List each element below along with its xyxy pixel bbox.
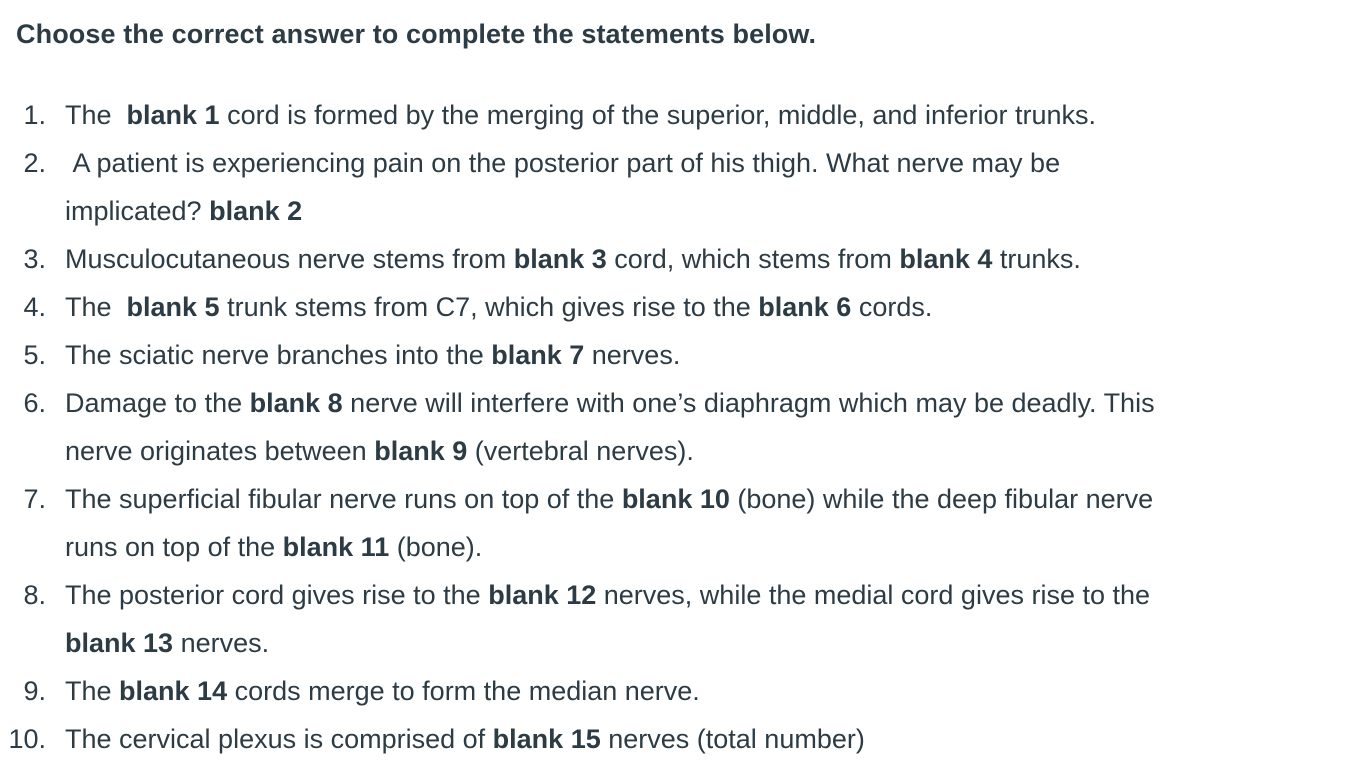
question-line: The posterior cord gives rise to the bla…: [65, 571, 1366, 619]
blank-placeholder: blank 13: [65, 628, 174, 658]
question-text: The superficial fibular nerve runs on to…: [65, 475, 1366, 571]
blank-placeholder: blank 1: [126, 100, 220, 130]
text-run: The cervical plexus is comprised of: [65, 724, 493, 754]
text-run: cord is formed by the merging of the sup…: [219, 100, 1096, 130]
question-text: The sciatic nerve branches into the blan…: [65, 331, 1366, 379]
question-line: The blank 14 cords merge to form the med…: [65, 667, 1366, 715]
question-line: A patient is experiencing pain on the po…: [65, 139, 1366, 187]
text-run: A patient is experiencing pain on the po…: [65, 148, 1061, 178]
question-number: 9.: [23, 676, 46, 706]
question-line: Damage to the blank 8 nerve will interfe…: [65, 379, 1366, 427]
text-run: nerves.: [584, 340, 681, 370]
question-line: runs on top of the blank 11 (bone).: [65, 523, 1366, 571]
question-text: The cervical plexus is comprised of blan…: [65, 715, 1366, 763]
text-run: implicated?: [65, 196, 210, 226]
text-run: nerve will interfere with one’s diaphrag…: [342, 388, 1155, 418]
question-item: 5. The sciatic nerve branches into the bl…: [0, 331, 1366, 379]
question-item: 4. The blank 5 trunk stems from C7, which…: [0, 283, 1366, 331]
text-run: cords merge to form the median nerve.: [227, 676, 700, 706]
blank-placeholder: blank 15: [492, 724, 601, 754]
question-text: A patient is experiencing pain on the po…: [65, 139, 1366, 235]
text-run: (bone).: [389, 532, 483, 562]
question-line: The cervical plexus is comprised of blan…: [65, 715, 1366, 763]
question-item: 2. A patient is experiencing pain on the…: [0, 139, 1366, 235]
blank-placeholder: blank 12: [488, 580, 597, 610]
question-text: The blank 14 cords merge to form the med…: [65, 667, 1366, 715]
text-run: The: [65, 292, 127, 322]
text-run: nerves (total number): [600, 724, 865, 754]
question-item: 6. Damage to the blank 8 nerve will inter…: [0, 379, 1366, 475]
question-text: Damage to the blank 8 nerve will interfe…: [65, 379, 1366, 475]
questions-list: 1. The blank 1 cord is formed by the merg…: [0, 91, 1366, 763]
question-item: 3. Musculocutaneous nerve stems from blan…: [0, 235, 1366, 283]
blank-placeholder: blank 2: [209, 196, 303, 226]
blank-placeholder: blank 8: [249, 388, 343, 418]
text-run: Damage to the: [65, 388, 250, 418]
question-item: 10. The cervical plexus is comprised of b…: [0, 715, 1366, 763]
question-item: 8. The posterior cord gives rise to the b…: [0, 571, 1366, 667]
blank-placeholder: blank 7: [491, 340, 585, 370]
blank-placeholder: blank 11: [282, 532, 390, 562]
blank-placeholder: blank 3: [513, 244, 607, 274]
text-run: The posterior cord gives rise to the: [65, 580, 489, 610]
question-text: Musculocutaneous nerve stems from blank …: [65, 235, 1366, 283]
question-line: Musculocutaneous nerve stems from blank …: [65, 235, 1366, 283]
blank-placeholder: blank 4: [899, 244, 993, 274]
text-run: cords.: [851, 292, 933, 322]
question-number: 8.: [23, 580, 46, 610]
question-item: 1. The blank 1 cord is formed by the merg…: [0, 91, 1366, 139]
text-run: The: [65, 676, 120, 706]
blank-placeholder: blank 6: [758, 292, 852, 322]
question-line: blank 13 nerves.: [65, 619, 1366, 667]
text-run: trunk stems from C7, which gives rise to…: [219, 292, 759, 322]
question-text: The blank 5 trunk stems from C7, which g…: [65, 283, 1366, 331]
question-line: The superficial fibular nerve runs on to…: [65, 475, 1366, 523]
quiz-page: Choose the correct answer to complete th…: [0, 14, 1366, 776]
question-line: The blank 1 cord is formed by the mergin…: [65, 91, 1366, 139]
question-number: 7.: [23, 484, 46, 514]
question-number: 6.: [23, 388, 46, 418]
text-run: runs on top of the: [65, 532, 283, 562]
question-line: nerve originates between blank 9 (verteb…: [65, 427, 1366, 475]
text-run: nerve originates between: [65, 436, 375, 466]
question-text: The posterior cord gives rise to the bla…: [65, 571, 1366, 667]
question-line: implicated? blank 2: [65, 187, 1366, 235]
page-title: Choose the correct answer to complete th…: [16, 19, 817, 49]
text-run: (bone) while the deep fibular nerve: [729, 484, 1154, 514]
blank-placeholder: blank 5: [126, 292, 220, 322]
text-run: Musculocutaneous nerve stems from: [65, 244, 514, 274]
blank-placeholder: blank 10: [621, 484, 730, 514]
question-number: 4.: [23, 292, 46, 322]
text-run: trunks.: [992, 244, 1081, 274]
text-run: nerves, while the medial cord gives rise…: [596, 580, 1151, 610]
text-run: cord, which stems from: [606, 244, 900, 274]
question-item: 7. The superficial fibular nerve runs on …: [0, 475, 1366, 571]
text-run: (vertebral nerves).: [467, 436, 694, 466]
text-run: The sciatic nerve branches into the: [65, 340, 492, 370]
question-number: 10.: [8, 724, 46, 754]
text-run: nerves.: [173, 628, 270, 658]
blank-placeholder: blank 9: [374, 436, 468, 466]
question-line: The blank 5 trunk stems from C7, which g…: [65, 283, 1366, 331]
question-number: 3.: [23, 244, 46, 274]
question-item: 9. The blank 14 cords merge to form the m…: [0, 667, 1366, 715]
blank-placeholder: blank 14: [119, 676, 228, 706]
question-number: 2.: [23, 148, 46, 178]
text-run: The superficial fibular nerve runs on to…: [65, 484, 622, 514]
question-number: 5.: [23, 340, 46, 370]
question-text: The blank 1 cord is formed by the mergin…: [65, 91, 1366, 139]
text-run: The: [65, 100, 127, 130]
question-number: 1.: [23, 100, 46, 130]
question-line: The sciatic nerve branches into the blan…: [65, 331, 1366, 379]
